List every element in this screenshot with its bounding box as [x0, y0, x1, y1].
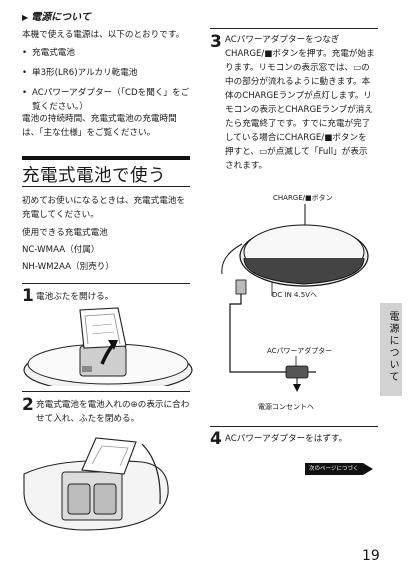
power-source-list: 充電式電池 単3形(LR6)アルカリ乾電池 ACパワーアダプター（「CDを聞く」… [22, 46, 194, 120]
step-1-number: 1 [22, 286, 34, 306]
section-heading-text: 電源について [31, 12, 91, 23]
section-intro: 本機で使える電源は、以下のとおりです。 [22, 30, 185, 40]
battery-model-2: NH-WM2AA（別売り） [22, 262, 114, 272]
step-divider [210, 426, 378, 427]
step-divider [210, 28, 378, 29]
next-page-indicator: 次のページにつづく [305, 463, 373, 475]
step-3-text: ACパワーアダプターをつなぎCHARGE/■ボタンを押す。充電が始まります。リモ… [225, 35, 375, 171]
side-index-label: 電源について [387, 311, 398, 383]
chapter-underline [22, 186, 190, 187]
step-2-text: 充電式電池を電池入れの⊕の表示に合わせて入れ、ふたを閉める。 [36, 400, 190, 424]
arrow-icon [100, 340, 118, 365]
page-number: 19 [362, 548, 380, 564]
dc-in-label: DC IN 4.5Vへ [272, 291, 317, 299]
step-1-text: 電池ぶたを開ける。 [36, 292, 114, 302]
step-2-number: 2 [22, 395, 34, 415]
battery-model-1: NC-WMAA（付属） [22, 245, 100, 255]
list-item: ACパワーアダプター（「CDを聞く」をご覧ください。） [22, 86, 194, 114]
side-index-tab: 電源について [380, 303, 402, 396]
next-page-arrow-icon [305, 463, 373, 475]
charging-connection-illustration [221, 204, 369, 392]
section-heading: ▶電源について [22, 8, 91, 23]
charge-button-label: CHARGE/■ボタン [273, 194, 333, 202]
list-item: 充電式電池 [22, 46, 194, 60]
chapter-intro: 初めてお使いになるときは、充電式電池を充電してください。 [22, 196, 186, 220]
step-divider [22, 283, 190, 284]
step-divider [22, 391, 190, 392]
step-3-number: 3 [210, 32, 222, 52]
step-4-number: 4 [210, 429, 222, 449]
open-battery-lid-illustration [23, 307, 193, 386]
insert-batteries-illustration [23, 437, 169, 531]
step-4-text: ACパワーアダプターをはずす。 [225, 434, 348, 444]
chapter-rule [22, 156, 190, 160]
outlet-label: 電源コンセントへ [258, 403, 314, 411]
next-page-text: 次のページにつづく [309, 466, 359, 472]
section-note: 電池の持続時間、充電式電池の充電時間は、「主な仕様」をご覧ください。 [22, 114, 177, 138]
adapter-label: ACパワーアダプター [267, 347, 333, 355]
chapter-title: 充電式電池で使う [22, 166, 166, 186]
list-item: 単3形(LR6)アルカリ乾電池 [22, 66, 194, 80]
section-marker-icon: ▶ [22, 13, 29, 22]
usable-battery-label: 使用できる充電式電池 [22, 228, 108, 238]
